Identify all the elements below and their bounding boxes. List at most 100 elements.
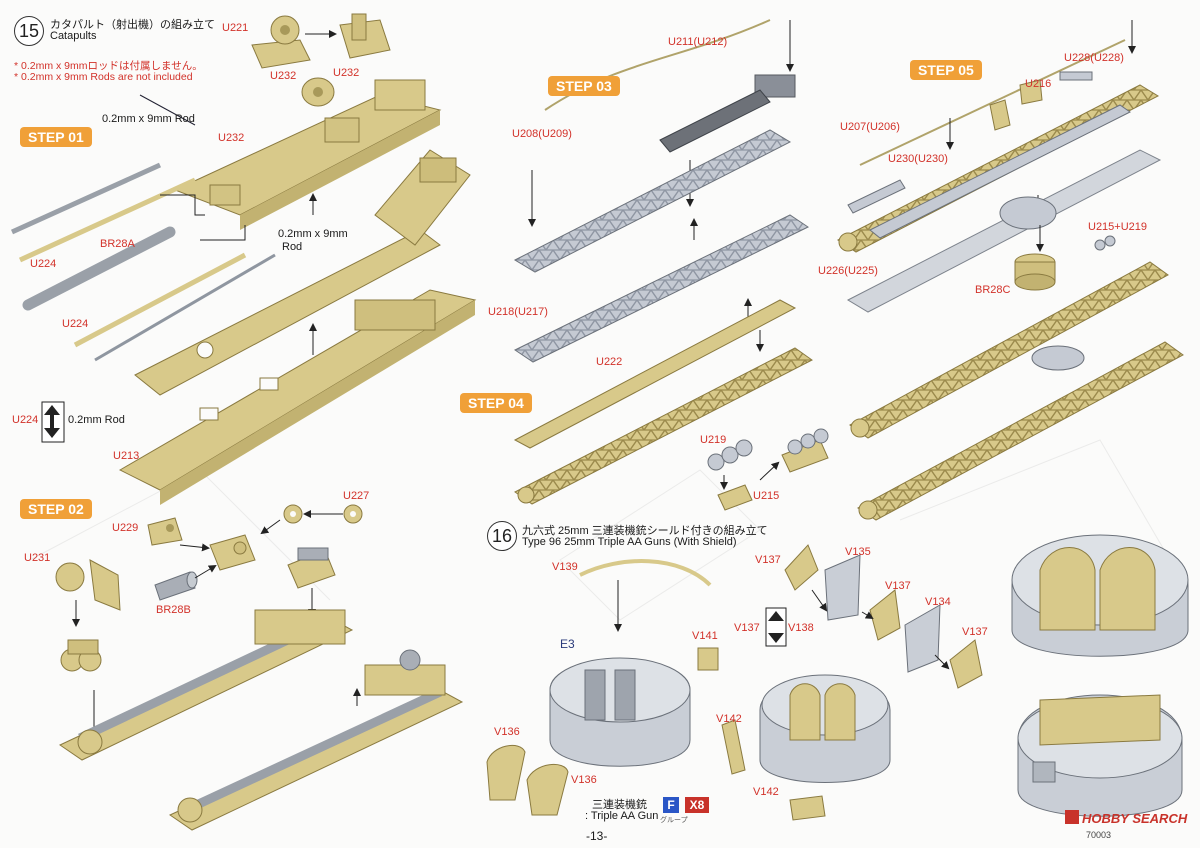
br28a-part: [22, 226, 176, 311]
u221-assembled: [339, 13, 391, 59]
u229-assembled: [209, 534, 256, 571]
label-br28b: BR28B: [156, 604, 191, 616]
catapult-assembly-2: [168, 649, 464, 831]
assembled-cylinder: [287, 547, 336, 589]
label-u215: U215: [753, 490, 780, 502]
u228-rod: [859, 39, 1126, 166]
label-u207: U207(U206): [840, 121, 900, 133]
label-br28c: BR28C: [975, 284, 1011, 296]
rod-leader: [139, 94, 196, 126]
br28b-part: [154, 571, 198, 601]
catapult-final-1: [849, 261, 1169, 439]
v142-parts: [721, 719, 826, 821]
v139-shield: [579, 559, 712, 587]
u219-wheels: [707, 439, 753, 471]
u224-b-part: [73, 252, 247, 348]
u216-part: [989, 79, 1043, 131]
u232-bracket-top: [301, 77, 335, 107]
label-rod-1: 0.2mm x 9mm Rod: [102, 113, 195, 125]
truss-u218: [513, 214, 810, 363]
label-v136-b: V136: [571, 774, 597, 786]
group-f-sub: グループ: [660, 817, 688, 824]
label-v142-a: V142: [716, 713, 742, 725]
label-u218: U218(U217): [488, 306, 548, 318]
u211-mechanism: [659, 74, 796, 153]
u227-ring: [283, 504, 363, 524]
catapult-tan-assembled: [514, 347, 813, 505]
label-u226: U226(U225): [818, 265, 878, 277]
label-u229: U229: [112, 522, 139, 534]
catapult-base-mid: [134, 149, 471, 396]
step-05-badge: STEP 05: [910, 60, 982, 80]
label-u213: U213: [113, 450, 140, 462]
note-jp: * 0.2mm x 9mmロッドは付属しません。: [14, 60, 203, 72]
section-15-title-jp: カタパルト（射出機）の組み立て: [50, 19, 215, 31]
u228-part: [1059, 71, 1093, 81]
label-v136-a: V136: [494, 726, 520, 738]
label-u208: U208(U209): [512, 128, 572, 140]
v136-part-a: [486, 744, 526, 801]
product-code: 70003: [1086, 830, 1112, 840]
label-u224-a: U224: [30, 258, 57, 270]
page-number: -13-: [586, 829, 608, 843]
label-u231: U231: [24, 552, 51, 564]
label-v135: V135: [845, 546, 871, 558]
u224-a-part: [18, 177, 197, 263]
gun-mount-complete-2: [1017, 694, 1183, 817]
section-number-15: 15: [14, 16, 44, 46]
section-16-title-jp: 九六式 25mm 三連装機銃シールド付きの組み立て: [522, 525, 768, 537]
catapult-base-upper: [173, 79, 442, 230]
label-rod-2a: 0.2mm x 9mm: [278, 228, 348, 240]
label-v137-b: V137: [885, 580, 911, 592]
rod-a: [10, 162, 162, 235]
label-u227: U227: [343, 490, 370, 502]
label-v137-d: V137: [962, 626, 988, 638]
v137-shield-parts: [784, 544, 983, 689]
note-en: * 0.2mm x 9mm Rods are not included: [14, 71, 193, 83]
rod-direction-icon: [41, 401, 65, 443]
step-02-badge: STEP 02: [20, 499, 92, 519]
br28c-part: [1014, 253, 1056, 291]
u215-part: [717, 484, 753, 511]
step-03-badge: STEP 03: [548, 76, 620, 96]
catapult-upper-step05: [837, 84, 1160, 253]
label-v139: V139: [552, 561, 578, 573]
u215-assembled: [781, 428, 829, 473]
label-u221: U221: [222, 22, 249, 34]
u213-base: [118, 289, 477, 505]
catapult-assembly-1: [58, 609, 354, 761]
e3-gun-mount: [549, 657, 691, 767]
label-u228: U228(U228): [1064, 52, 1124, 64]
label-u222: U222: [596, 356, 623, 368]
u230-part: [847, 179, 906, 214]
step-01-badge: STEP 01: [20, 127, 92, 147]
step-04-badge: STEP 04: [460, 393, 532, 413]
quantity-x8-badge: X8: [685, 797, 709, 813]
u226-plate: [846, 149, 1162, 313]
label-v134: V134: [925, 596, 951, 608]
gun-mount-complete-1: [1011, 534, 1189, 657]
watermark-text: HOBBY SEARCH: [1082, 811, 1188, 826]
section-16-title-en: Type 96 25mm Triple AA Guns (With Shield…: [522, 536, 737, 548]
triple-aa-gun-jp: 三連装機銃: [592, 799, 647, 811]
v141-part: [697, 647, 719, 671]
section-15-title-en: Catapults: [50, 30, 97, 42]
assembly-direction-icon: [765, 607, 787, 647]
label-u232-c: U232: [218, 132, 245, 144]
label-v141: V141: [692, 630, 718, 642]
section-number-16: 16: [487, 521, 517, 551]
label-v142-b: V142: [753, 786, 779, 798]
catapult-final-2: [857, 341, 1184, 521]
label-u230: U230(U230): [888, 153, 948, 165]
u211-rod: [544, 19, 771, 111]
u215-u219-part: [1094, 235, 1116, 251]
rod-b: [94, 253, 276, 362]
label-v137-c: V137: [734, 622, 760, 634]
label-u216: U216: [1025, 78, 1052, 90]
u229-part: [147, 517, 183, 546]
label-br28a: BR28A: [100, 238, 135, 250]
hobby-search-logo: [1065, 810, 1079, 824]
u231-wheels: [60, 639, 102, 672]
label-u232-a: U232: [270, 70, 297, 82]
